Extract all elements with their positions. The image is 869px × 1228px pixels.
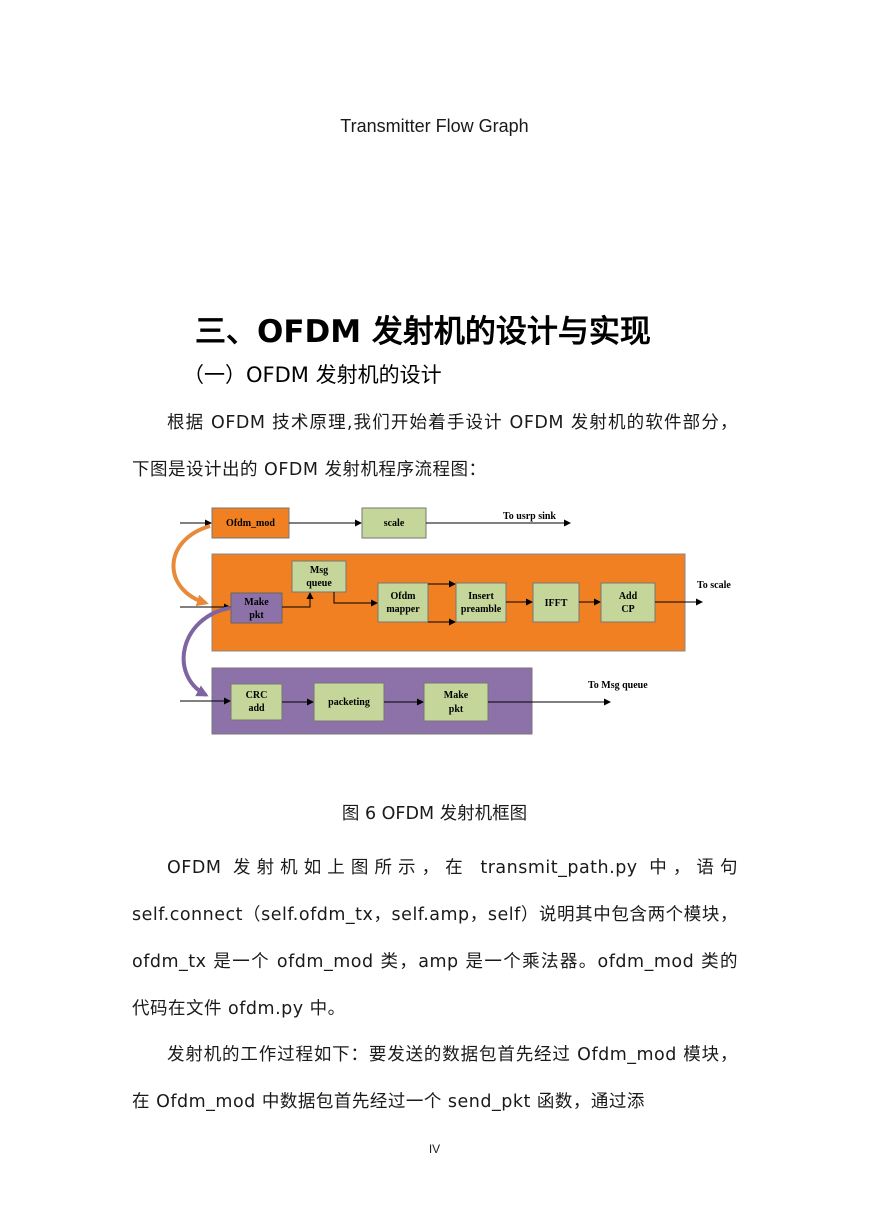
block-make-pkt <box>230 592 283 624</box>
block-ifft <box>532 582 580 623</box>
block-add-cp-label-2: CP <box>621 604 634 615</box>
block-crc-add-label-2: add <box>248 703 265 714</box>
paragraph-transmit-path: OFDM 发射机如上图所示，在 transmit_path.py 中，语句 se… <box>132 858 738 1019</box>
output-to-usrp-sink: To usrp sink <box>503 511 556 522</box>
block-ofdm-mapper-label-2: mapper <box>386 604 420 615</box>
curve-arrow-purple <box>181 606 231 697</box>
block-ofdm-mapper <box>377 582 429 623</box>
block-ifft-label: IFFT <box>545 598 568 609</box>
block-make-pkt-2-label-1: Make <box>444 690 469 701</box>
section-title: 三、OFDM 发射机的设计与实现 <box>195 314 651 350</box>
block-crc-add-label-1: CRC <box>246 690 268 701</box>
paragraph-workflow: 发射机的工作过程如下：要发送的数据包首先经过 Ofdm_mod 模块，在 Ofd… <box>132 1045 738 1112</box>
figure-caption: 图 6 OFDM 发射机框图 <box>341 804 528 824</box>
output-to-scale: To scale <box>697 580 731 591</box>
block-msg-queue <box>291 560 347 593</box>
block-make-pkt-label-2: pkt <box>249 610 264 621</box>
block-make-pkt-2 <box>423 682 489 722</box>
paragraph-intro: 根据 OFDM 技术原理,我们开始着手设计 OFDM 发射机的软件部分，下图是设… <box>132 413 738 480</box>
block-insert-preamble-label-1: Insert <box>468 591 494 602</box>
block-make-pkt-2-label-2: pkt <box>449 704 464 715</box>
block-packeting-label: packeting <box>328 697 370 708</box>
arrow-make-pkt-to-msg-queue <box>282 592 314 608</box>
arrow-msg-queue-to-mapper <box>333 592 378 607</box>
page-header: Transmitter Flow Graph <box>340 116 529 136</box>
curve-arrow-orange <box>171 524 211 607</box>
block-insert-preamble <box>455 582 507 623</box>
block-ofdm-mod-label: Ofdm_mod <box>226 518 275 529</box>
block-ofdm-mapper-label-1: Ofdm <box>391 591 417 602</box>
output-to-msg-queue: To Msg queue <box>588 680 648 691</box>
block-scale <box>361 507 427 539</box>
block-insert-preamble-label-2: preamble <box>461 604 502 615</box>
block-packeting <box>313 682 385 722</box>
block-msg-queue-label-1: Msg <box>310 565 328 576</box>
block-scale-label: scale <box>384 518 405 529</box>
subsection-title: （一）OFDM 发射机的设计 <box>183 363 442 387</box>
block-add-cp <box>600 582 656 623</box>
ofdm-transmitter-diagram: Ofdm_mod scale To usrp sink Make pkt Msg… <box>171 507 731 735</box>
block-make-pkt-label-1: Make <box>244 597 269 608</box>
page-number: IV <box>428 1142 441 1156</box>
block-msg-queue-label-2: queue <box>306 578 332 589</box>
block-add-cp-label-1: Add <box>619 591 638 602</box>
